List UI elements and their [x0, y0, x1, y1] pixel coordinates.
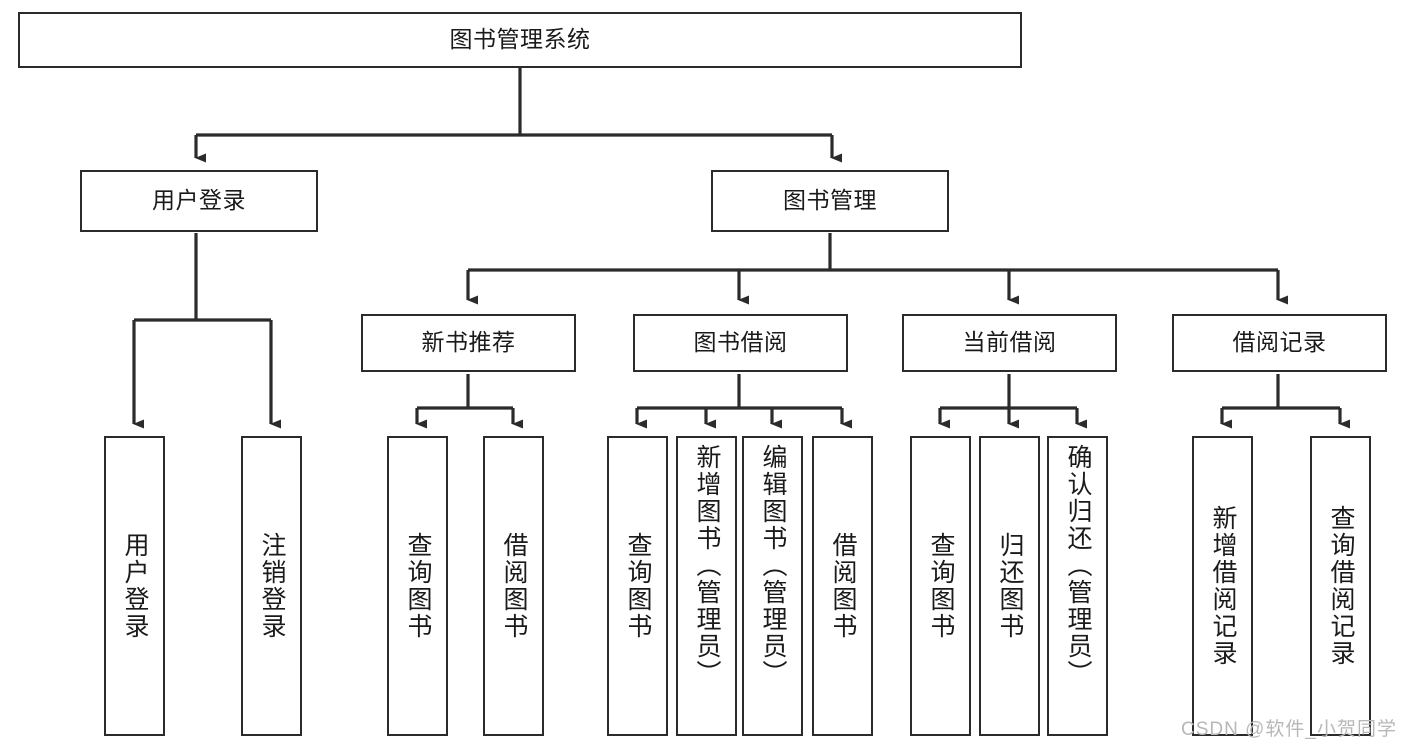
node-label: 查询图书 [624, 532, 652, 640]
node-label: 用户登录 [152, 187, 246, 214]
node-label: 归还图书 [996, 532, 1024, 640]
node-label: 借阅图书 [829, 532, 857, 640]
node-label: 借阅图书 [500, 532, 528, 640]
node-label: 编辑图书（管理员） [759, 444, 787, 687]
leaf-user-login-login[interactable]: 用户登录 [104, 436, 165, 736]
leaf-borrow-record-query-record[interactable]: 查询借阅记录 [1310, 436, 1371, 736]
leaf-book-borrow-add-book-admin[interactable]: 新增图书（管理员） [676, 436, 737, 736]
node-label: 确认归还（管理员） [1064, 444, 1092, 687]
leaf-current-borrow-return-book[interactable]: 归还图书 [979, 436, 1040, 736]
leaf-new-book-query-book[interactable]: 查询图书 [387, 436, 448, 736]
node-borrow-record[interactable]: 借阅记录 [1172, 314, 1387, 372]
watermark-text: CSDN @软件_小贺同学 [1181, 719, 1397, 740]
node-label: 新增图书（管理员） [693, 444, 721, 687]
node-current-borrow[interactable]: 当前借阅 [902, 314, 1117, 372]
node-new-book-recommend[interactable]: 新书推荐 [361, 314, 576, 372]
leaf-borrow-record-add-record[interactable]: 新增借阅记录 [1192, 436, 1253, 736]
leaf-user-login-logout[interactable]: 注销登录 [241, 436, 302, 736]
node-label: 图书管理 [783, 187, 877, 214]
node-label: 查询图书 [927, 532, 955, 640]
leaf-current-borrow-confirm-return-admin[interactable]: 确认归还（管理员） [1047, 436, 1108, 736]
node-label: 借阅记录 [1232, 329, 1327, 356]
node-label: 当前借阅 [962, 329, 1057, 356]
leaf-book-borrow-query-book[interactable]: 查询图书 [607, 436, 668, 736]
node-label: 新增借阅记录 [1209, 505, 1237, 667]
leaf-new-book-borrow-book[interactable]: 借阅图书 [483, 436, 544, 736]
node-book-borrow[interactable]: 图书借阅 [633, 314, 848, 372]
node-label: 注销登录 [258, 532, 286, 640]
node-root-book-management-system[interactable]: 图书管理系统 [18, 12, 1022, 68]
node-label: 图书借阅 [693, 329, 788, 356]
leaf-book-borrow-edit-book-admin[interactable]: 编辑图书（管理员） [742, 436, 803, 736]
leaf-current-borrow-query-book[interactable]: 查询图书 [910, 436, 971, 736]
node-label: 查询图书 [404, 532, 432, 640]
node-label: 用户登录 [121, 532, 149, 640]
node-book-management[interactable]: 图书管理 [711, 170, 949, 232]
node-label: 新书推荐 [421, 329, 516, 356]
node-user-login[interactable]: 用户登录 [80, 170, 318, 232]
leaf-book-borrow-borrow-book[interactable]: 借阅图书 [812, 436, 873, 736]
node-label: 查询借阅记录 [1327, 505, 1355, 667]
node-label: 图书管理系统 [449, 26, 591, 53]
